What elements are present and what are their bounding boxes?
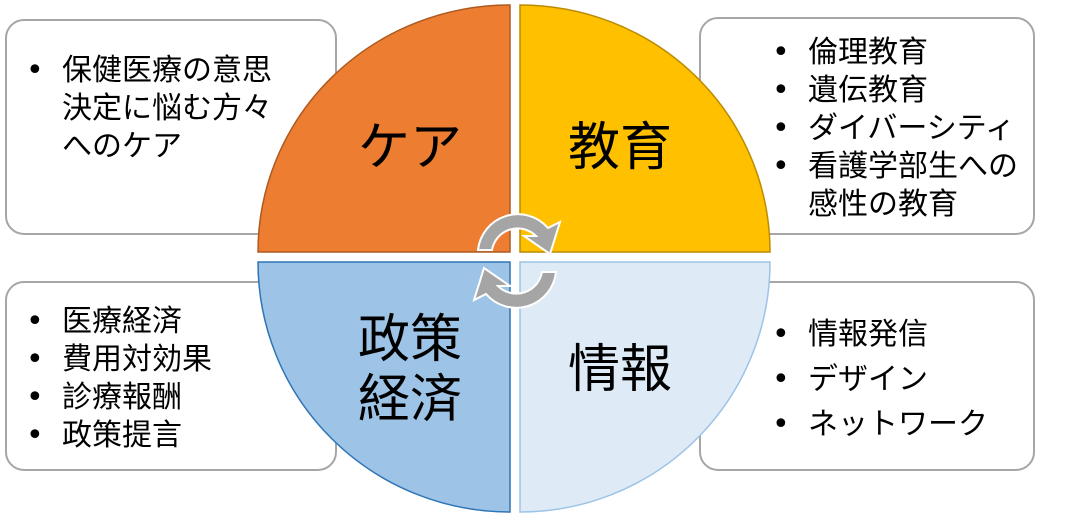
care-label: ケア bbox=[357, 118, 462, 178]
education-quadrant bbox=[519, 4, 771, 253]
list-item: ダイバーシティ bbox=[768, 110, 1030, 148]
info-quadrant bbox=[519, 261, 771, 513]
info-list: 情報発信 デザイン ネットワーク bbox=[768, 312, 1030, 447]
list-item: デザイン bbox=[768, 357, 1030, 402]
list-item: 倫理教育 bbox=[768, 34, 1030, 72]
policy-list: 医療経済 費用対効果 診療報酬 政策提言 bbox=[22, 303, 284, 455]
list-item: 保健医療の意思決定に悩む方々へのケア bbox=[22, 52, 284, 166]
care-quadrant bbox=[257, 4, 511, 253]
list-item: 看護学部生への感性の教育 bbox=[768, 148, 1030, 224]
policy-label: 政策 経済 bbox=[330, 310, 490, 430]
list-item: 情報発信 bbox=[768, 312, 1030, 357]
list-item: 医療経済 bbox=[22, 303, 284, 341]
education-list: 倫理教育 遺伝教育 ダイバーシティ 看護学部生への感性の教育 bbox=[768, 34, 1030, 224]
cycle-arrows-icon bbox=[472, 213, 562, 309]
info-label: 情報 bbox=[567, 340, 672, 400]
list-item: 政策提言 bbox=[22, 417, 284, 455]
education-label: 教育 bbox=[567, 118, 672, 178]
policy-label-line1: 政策 bbox=[357, 310, 462, 370]
list-item: 費用対効果 bbox=[22, 341, 284, 379]
policy-label-line2: 経済 bbox=[357, 370, 462, 430]
care-list: 保健医療の意思決定に悩む方々へのケア bbox=[22, 52, 284, 166]
list-item: 診療報酬 bbox=[22, 379, 284, 417]
list-item: ネットワーク bbox=[768, 402, 1030, 447]
list-item: 遺伝教育 bbox=[768, 72, 1030, 110]
